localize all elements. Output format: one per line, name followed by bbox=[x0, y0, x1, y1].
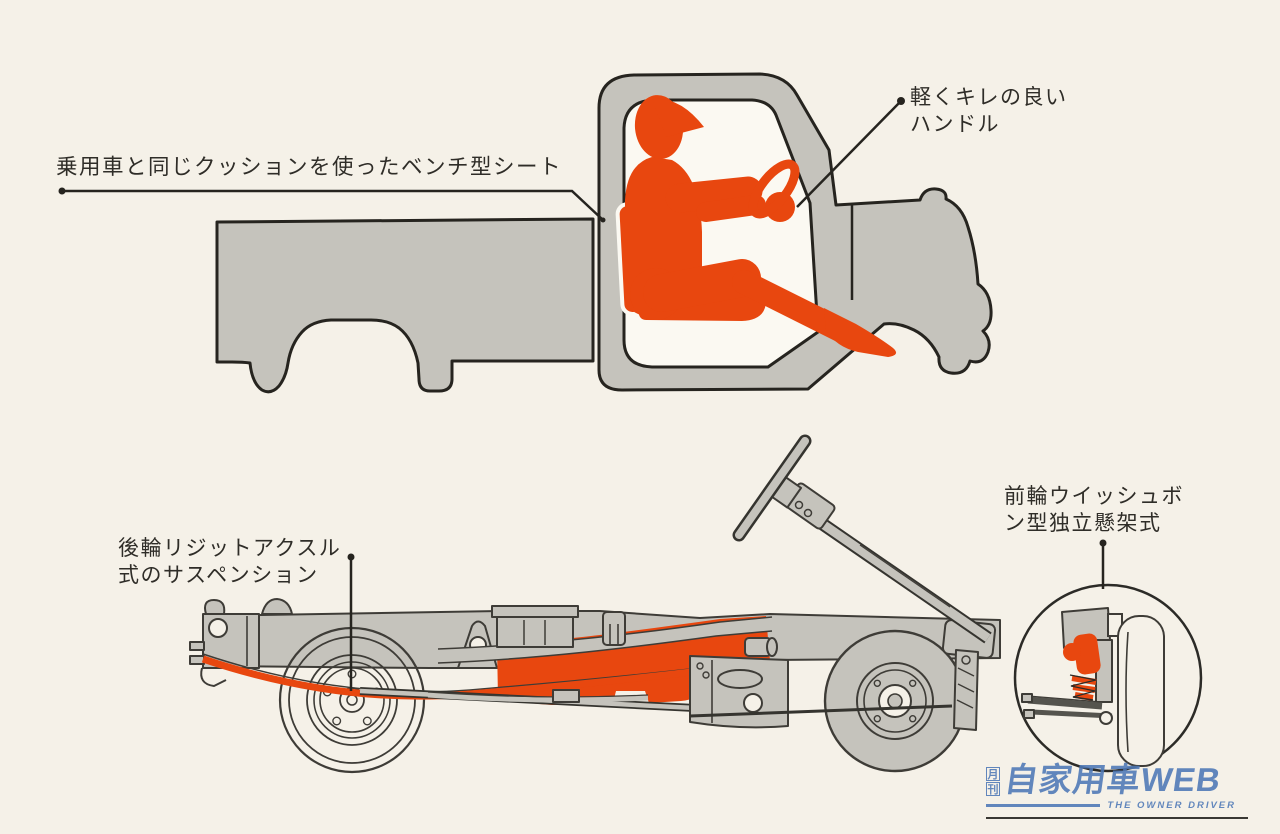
steering-wheel-side bbox=[735, 437, 809, 539]
steering-column bbox=[732, 434, 992, 644]
site-watermark: 月 刊 自家用車WEB THE OWNER DRIVER bbox=[986, 761, 1262, 819]
exhaust-pipe bbox=[427, 689, 649, 703]
rear-suspension-label: 後輪リジットアクスル 式のサスペンション bbox=[118, 535, 341, 589]
frame-top-bracket bbox=[261, 598, 293, 615]
inset-coil-spring bbox=[1069, 674, 1097, 701]
gearbox bbox=[689, 655, 789, 729]
driver-cap-brim bbox=[652, 98, 704, 137]
driver-forearm bbox=[696, 195, 766, 222]
battery-box bbox=[491, 605, 579, 648]
watermark-prefix-char1: 月 bbox=[986, 767, 1000, 781]
steering-label: 軽くキレの良い ハンドル bbox=[910, 84, 1068, 138]
watermark-prefix: 月 刊 bbox=[986, 767, 1000, 797]
annotation-leader-lines bbox=[58, 97, 1107, 691]
front-suspension-inset bbox=[1013, 583, 1203, 773]
inset-shock-absorber bbox=[1073, 633, 1101, 675]
chassis-illustration bbox=[189, 434, 1203, 774]
watermark-baseline-rule bbox=[986, 817, 1248, 819]
front-suspension-label-line2: ン型独立懸架式 bbox=[1004, 511, 1162, 535]
watermark-underline bbox=[986, 804, 1101, 807]
front-suspension-label-line1: 前輪ウイッシュボ bbox=[1004, 484, 1184, 508]
front-wheel bbox=[823, 629, 967, 773]
frame-rail-stripe bbox=[437, 616, 773, 664]
driver-figure bbox=[625, 95, 897, 357]
steering-label-line2: ハンドル bbox=[910, 112, 1000, 136]
seat-leader-line bbox=[62, 189, 604, 221]
front-suspension-label: 前輪ウイッシュボ ン型独立懸架式 bbox=[1004, 483, 1184, 537]
watermark-tagline: THE OWNER DRIVER bbox=[1107, 800, 1236, 811]
slotted-bracket bbox=[602, 611, 626, 646]
driver-thigh bbox=[643, 259, 761, 312]
driver-arm bbox=[665, 176, 763, 213]
inset-tire bbox=[1117, 615, 1165, 767]
rear-crossmember bbox=[189, 599, 260, 688]
steering-label-line1: 軽くキレの良い bbox=[910, 85, 1068, 109]
rear-suspension-label-line2: 式のサスペンション bbox=[118, 563, 319, 587]
watermark-title: 自家用車WEB bbox=[1002, 761, 1224, 798]
truck-cutaway-illustration bbox=[215, 72, 993, 394]
rear-suspension-label-line1: 後輪リジットアクスル bbox=[118, 536, 342, 560]
driver-foot bbox=[824, 308, 897, 357]
carburetor bbox=[744, 637, 778, 657]
steering-leader-line bbox=[796, 100, 902, 208]
steering-wheel-top bbox=[748, 159, 800, 219]
inset-wishbone-arms bbox=[1021, 693, 1113, 719]
cargo-bed bbox=[215, 217, 595, 394]
bench-seat-label: 乗用車と同じクッションを使ったベンチ型シート bbox=[56, 155, 563, 179]
watermark-prefix-char2: 刊 bbox=[986, 782, 1000, 796]
